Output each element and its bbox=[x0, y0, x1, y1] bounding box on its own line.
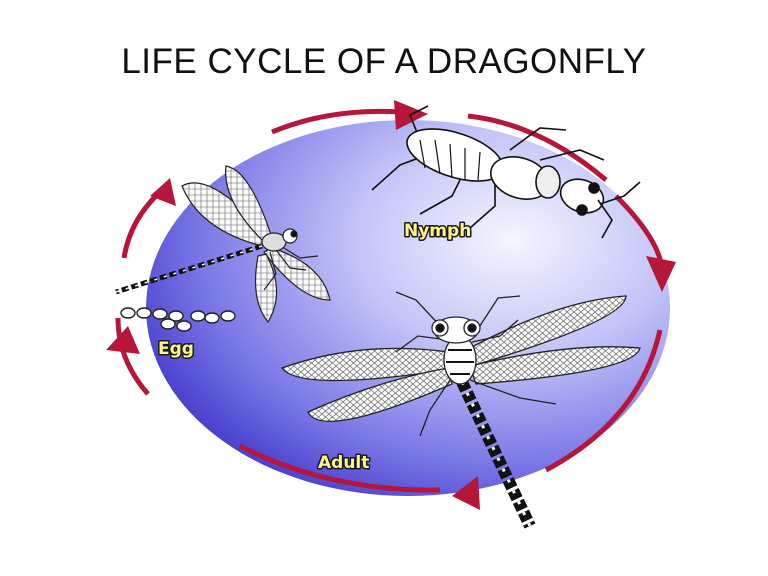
adult-dragonfly-icon bbox=[280, 291, 641, 529]
slide-title: LIFE CYCLE OF A DRAGONFLY bbox=[121, 42, 647, 81]
stage-label-adult: Adult bbox=[318, 453, 369, 473]
egg-laying-dragonfly-icon bbox=[115, 165, 331, 324]
cycle-arrow-icon bbox=[115, 108, 665, 493]
stage-label-egg: Egg bbox=[158, 339, 194, 359]
cycle-background-circle bbox=[146, 120, 670, 496]
nymph-icon bbox=[371, 105, 641, 239]
egg-cluster-icon bbox=[120, 307, 236, 332]
stage-label-nymph: Nymph bbox=[404, 221, 471, 241]
